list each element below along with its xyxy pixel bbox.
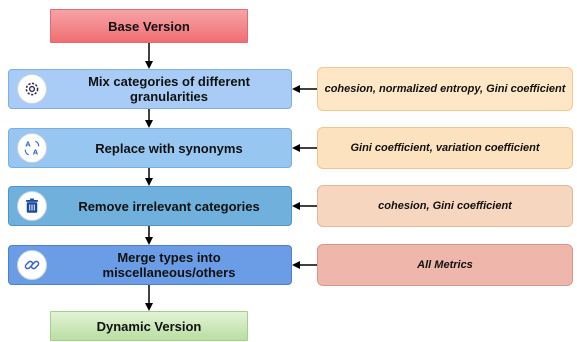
svg-text:A: A	[33, 149, 39, 157]
base-version-node: Base Version	[50, 9, 248, 43]
metric-box-1: cohesion, normalized entropy, Gini coeff…	[317, 67, 573, 111]
metric-text: cohesion, Gini coefficient	[378, 200, 512, 212]
metric-text: cohesion, normalized entropy, Gini coeff…	[324, 83, 566, 95]
metric-box-4: All Metrics	[317, 244, 573, 286]
step-mix-categories: Mix categories of different granularitie…	[8, 69, 292, 109]
step-label: Mix categories of different granularitie…	[88, 74, 250, 104]
dynamic-version-node: Dynamic Version	[50, 311, 248, 341]
metric-text: Gini coefficient, variation coefficient	[350, 142, 540, 154]
step-label: Replace with synonyms	[95, 140, 243, 156]
translate-icon: A A	[17, 133, 47, 163]
step-remove-irrelevant: Remove irrelevant categories	[8, 186, 292, 226]
trash-icon	[17, 191, 47, 221]
metric-text: All Metrics	[417, 259, 473, 271]
svg-text:A: A	[25, 140, 31, 148]
base-version-label: Base Version	[108, 18, 190, 34]
metric-box-3: cohesion, Gini coefficient	[317, 185, 573, 227]
step-label: Merge types into miscellaneous/others	[102, 250, 236, 280]
step-label: Remove irrelevant categories	[78, 198, 260, 214]
link-icon	[17, 250, 47, 280]
dynamic-version-label: Dynamic Version	[96, 318, 202, 334]
metric-box-2: Gini coefficient, variation coefficient	[317, 127, 573, 169]
step-merge-types: Merge types into miscellaneous/others	[8, 245, 292, 285]
gear-icon	[17, 74, 47, 104]
step-replace-synonyms: A A Replace with synonyms	[8, 128, 292, 168]
